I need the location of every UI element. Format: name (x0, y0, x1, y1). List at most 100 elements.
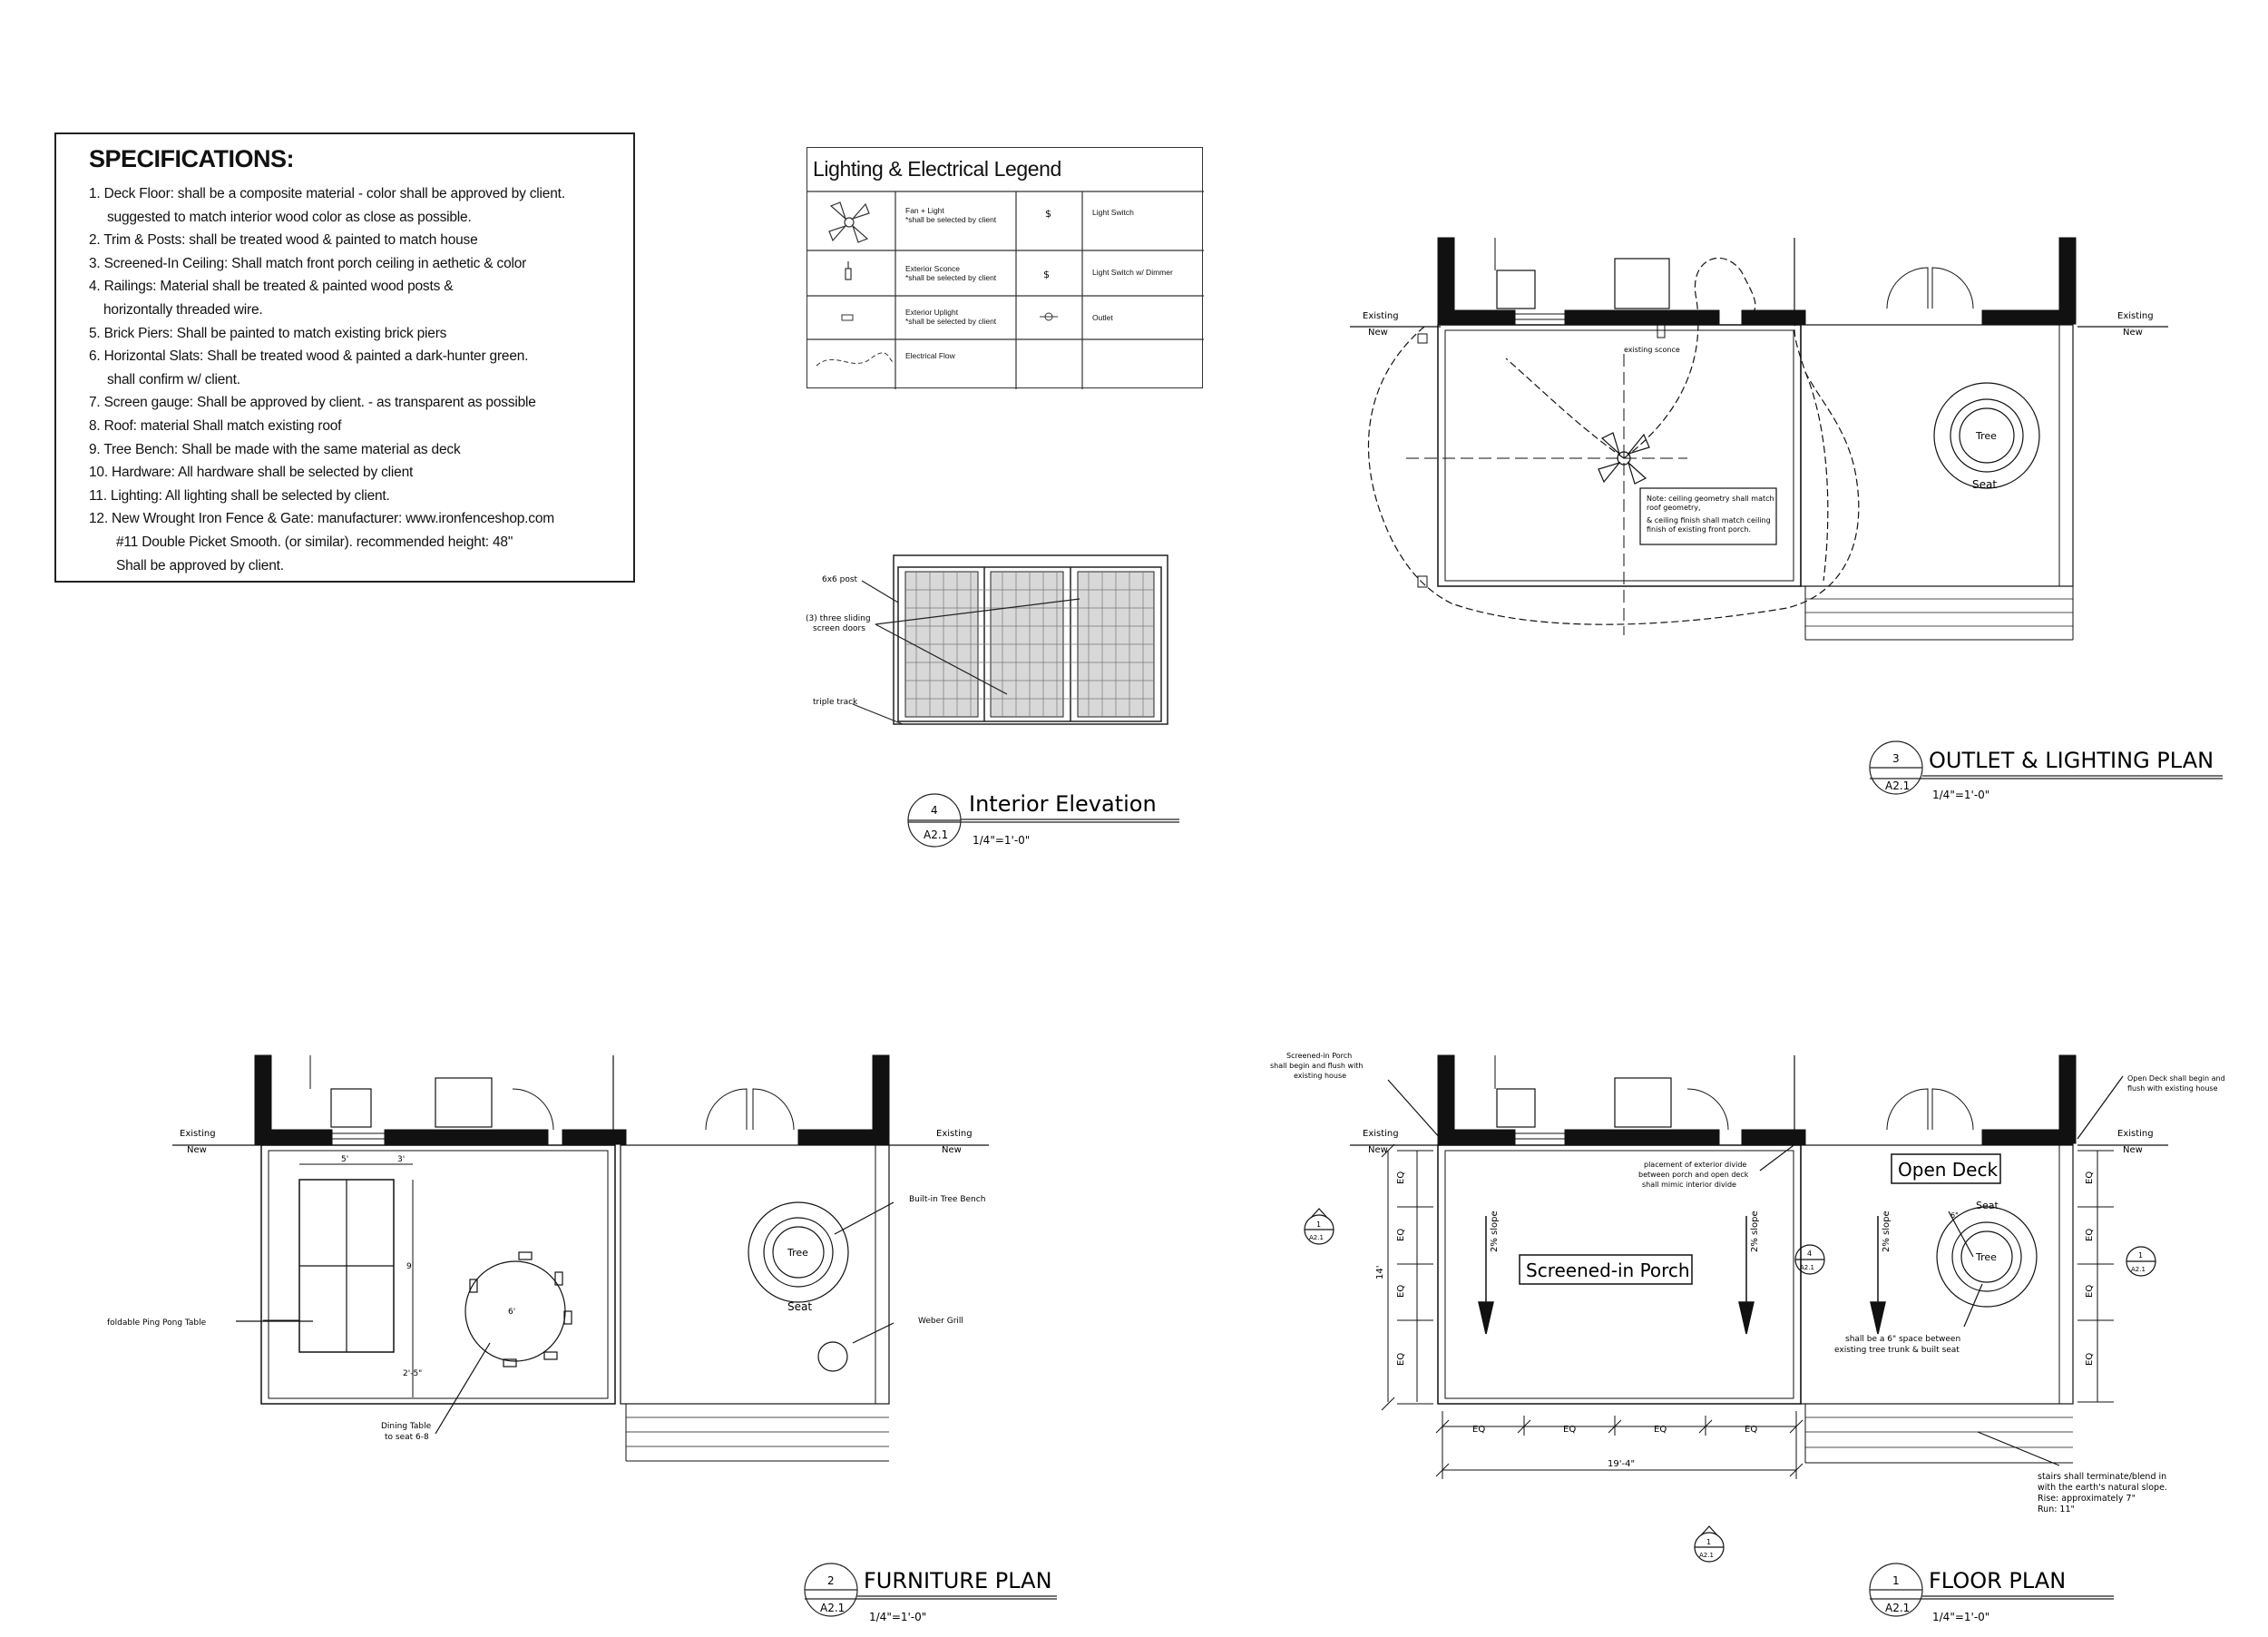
floor-slope-2: 2% slope (1750, 1211, 1760, 1252)
floor-screened-note-1: Screened-in Porch (1286, 1052, 1352, 1060)
outlet-lighting-plan (1350, 237, 2168, 641)
legend-sconce-note: *shall be selected by client (905, 273, 997, 282)
tree-bench-furniture (748, 1201, 849, 1303)
outlet-icon (1040, 312, 1058, 321)
elev-doors-label-2: screen doors (813, 624, 865, 633)
section-marker-right (2126, 1246, 2156, 1277)
floor-eq-v-2: EQ (1396, 1229, 1406, 1241)
furn-existing-right: Existing (936, 1129, 973, 1139)
floor-marker-right-num: 1 (2138, 1251, 2143, 1260)
spec-item: 6. Horizontal Slats: Shall be treated wo… (89, 348, 529, 365)
spec-item: 7. Screen gauge: Shall be approved by cl… (89, 395, 536, 411)
dining-table (464, 1251, 572, 1367)
floor-eq-v-3: EQ (1396, 1285, 1406, 1298)
floor-eq-4: EQ (1745, 1425, 1757, 1435)
interior-elevation (852, 554, 1168, 725)
floor-six-inch: 6" (1950, 1211, 1959, 1220)
furn-new: New (187, 1145, 207, 1155)
furn-tree: Tree (787, 1247, 808, 1259)
floor-eq-r-2: EQ (2085, 1229, 2095, 1241)
spec-item: 11. Lighting: All lighting shall be sele… (89, 487, 390, 504)
open-deck-label-box (1891, 1153, 2001, 1184)
exterior-sconce-icon (845, 261, 852, 280)
floor-screened-note-2: shall begin and flush with (1270, 1062, 1364, 1070)
floor-stairs-4: Run: 11" (2038, 1505, 2075, 1514)
floor-plan (1304, 1054, 2168, 1563)
floor-eq-v-4: EQ (1396, 1353, 1406, 1366)
title-marker-elevation (907, 793, 1179, 848)
furn-dining-2: to seat 6-8 (385, 1433, 429, 1442)
furn-dim-6: 6' (508, 1308, 515, 1317)
floor-eq-3: EQ (1654, 1425, 1667, 1435)
outlet-new: New (1368, 328, 1388, 338)
outlet-scale: 1/4"=1'-0" (1932, 789, 1989, 801)
legend-fan-label: Fan + Light (905, 206, 944, 215)
floor-eq-1: EQ (1472, 1425, 1485, 1435)
specifications-title: SPECIFICATIONS: (89, 145, 295, 172)
spec-item: 1. Deck Floor: shall be a composite mate… (89, 186, 565, 201)
outlet-note-1: Note: ceiling geometry shall match (1647, 495, 1774, 503)
legend-grid: $ $ (807, 191, 1204, 389)
weber-grill (817, 1341, 848, 1372)
floor-new: New (1368, 1145, 1388, 1155)
outlet-title-number: 3 (1892, 752, 1900, 765)
legend-fan-note: *shall be selected by client (905, 215, 997, 224)
spec-item: 12. New Wrought Iron Fence & Gate: manuf… (89, 511, 554, 527)
floor-dim-14: 14' (1375, 1266, 1385, 1279)
floor-marker-left-num: 1 (1316, 1220, 1321, 1229)
furniture-leaders (236, 1201, 894, 1435)
ceiling-fan-icon (1598, 432, 1650, 485)
furniture-plan (172, 1054, 989, 1462)
floor-space-2: existing tree trunk & built seat (1834, 1346, 1960, 1355)
floor-stairs-2: with the earth's natural slope. (2038, 1483, 2167, 1493)
legend-outlet-label: Outlet (1092, 313, 1113, 322)
outlet-existing-right: Existing (2117, 311, 2154, 321)
title-marker-furniture (804, 1563, 1057, 1617)
screen-mesh (905, 572, 1154, 717)
elev-scale: 1/4"=1'-0" (973, 834, 1030, 847)
furn-ping-pong: foldable Ping Pong Table (107, 1318, 207, 1328)
spec-item: #11 Double Picket Smooth. (or similar). … (116, 534, 513, 550)
outlet-note-3: & ceiling finish shall match ceiling (1647, 516, 1771, 524)
floor-existing: Existing (1363, 1129, 1399, 1139)
floor-marker-mid-sheet: A2.1 (1800, 1264, 1814, 1271)
floor-marker-bottom-sheet: A2.1 (1699, 1552, 1714, 1559)
spec-item: 5. Brick Piers: Shall be painted to matc… (89, 325, 447, 341)
legend-uplight-label: Exterior Uplight (905, 308, 959, 317)
floor-marker-mid-num: 4 (1807, 1250, 1812, 1258)
furn-new-right: New (942, 1145, 962, 1155)
floor-eq-r-1: EQ (2085, 1171, 2095, 1184)
floor-stairs-1: stairs shall terminate/blend in (2038, 1472, 2166, 1482)
floor-scale: 1/4"=1'-0" (1932, 1611, 1989, 1623)
furn-title: FURNITURE PLAN (864, 1568, 1052, 1593)
floor-eq-r-3: EQ (2085, 1285, 2095, 1298)
spec-item: 10. Hardware: All hardware shall be sele… (89, 465, 414, 481)
floor-new-right: New (2123, 1145, 2143, 1155)
furn-sheet-number: A2.1 (820, 1602, 845, 1614)
section-marker-bottom (1694, 1525, 1725, 1563)
outlet-existing: Existing (1363, 311, 1399, 321)
floor-marker-left-sheet: A2.1 (1309, 1234, 1324, 1241)
legend-title: Lighting & Electrical Legend (813, 157, 1061, 181)
spec-item: horizontally threaded wire. (103, 301, 263, 318)
elev-title: Interior Elevation (969, 791, 1157, 817)
legend-uplight-note: *shall be selected by client (905, 317, 997, 326)
floor-open-deck: Open Deck (1898, 1159, 1998, 1181)
legend-switch-label: Light Switch (1092, 208, 1134, 217)
legend-dimmer-label: Light Switch w/ Dimmer (1092, 268, 1173, 277)
dimmer-switch-icon: $ (1043, 269, 1050, 280)
floor-slope-1: 2% slope (1490, 1211, 1500, 1252)
floor-sheet-number: A2.1 (1885, 1602, 1910, 1614)
spec-item: 9. Tree Bench: Shall be made with the sa… (89, 441, 461, 457)
furn-title-number: 2 (827, 1574, 835, 1587)
floor-marker-bottom-num: 1 (1706, 1538, 1711, 1546)
elev-track-label: triple track (813, 698, 858, 707)
furn-tree-bench: Built-in Tree Bench (909, 1195, 985, 1204)
floor-title-number: 1 (1892, 1574, 1900, 1587)
furn-seat: Seat (787, 1300, 812, 1313)
floor-screened-note-3: existing house (1294, 1072, 1346, 1080)
furn-existing: Existing (180, 1129, 216, 1139)
electrical-flow-icon (816, 352, 894, 367)
